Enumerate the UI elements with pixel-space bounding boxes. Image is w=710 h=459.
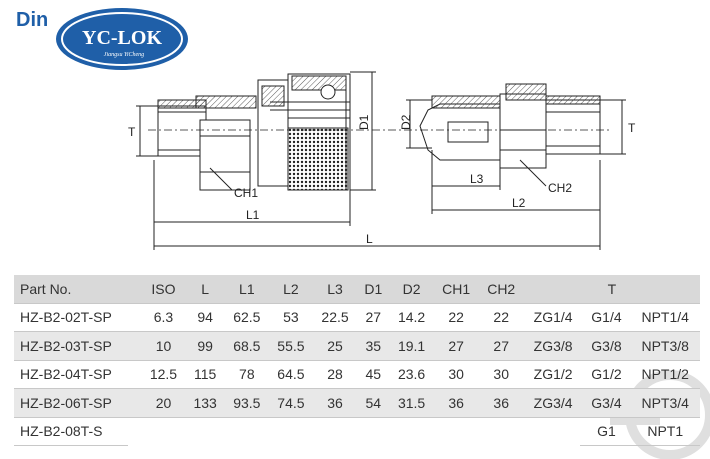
cell-t-g: G3/8 xyxy=(591,337,622,354)
table-row: HZ-B2-03T-SP 10 99 68.5 55.5 25 35 19.1 … xyxy=(14,331,700,360)
cell-l3: 22.5 xyxy=(321,309,349,326)
cell-ch2: 27 xyxy=(493,337,509,354)
cell-ch1: 36 xyxy=(448,394,464,411)
header-ch2: CH2 xyxy=(487,280,516,297)
logo-subtitle: Jiangsu YiCheng xyxy=(104,52,144,58)
cell-d1: 35 xyxy=(365,337,382,354)
cell-l: 99 xyxy=(197,337,213,354)
cell-d1: 45 xyxy=(365,366,382,383)
label-d1: D1 xyxy=(357,114,371,130)
header-l1: L1 xyxy=(239,280,255,297)
cell-l3: 36 xyxy=(327,394,343,411)
cell-t-g: G1/4 xyxy=(591,309,622,326)
cell-l3: 28 xyxy=(327,366,343,383)
cell-t-npt: NPT1 xyxy=(647,423,684,440)
cell-t-zg: ZG3/8 xyxy=(533,337,573,354)
spec-table: Part No. ISO L L1 L2 L3 D1 D2 CH1 CH2 T … xyxy=(14,275,700,446)
label-l2: L2 xyxy=(512,196,526,210)
label-t-right: T xyxy=(628,121,636,135)
label-l: L xyxy=(366,232,373,246)
label-ch1: CH1 xyxy=(234,186,258,200)
cell-t-g: G3/4 xyxy=(591,394,622,411)
header-iso: ISO xyxy=(151,280,176,297)
header-l: L xyxy=(201,280,210,297)
cell-d2: 31.5 xyxy=(397,394,426,411)
label-t-left: T xyxy=(128,125,136,139)
cell-t-zg: ZG1/4 xyxy=(533,309,573,326)
cell-t-zg: ZG3/4 xyxy=(533,394,573,411)
cell-d1: 54 xyxy=(365,394,382,411)
cell-l: 94 xyxy=(197,309,213,326)
cell-d1: 27 xyxy=(365,309,382,326)
cell-iso: 10 xyxy=(155,337,172,354)
cell-l2: 55.5 xyxy=(277,337,305,354)
cell-part: HZ-B2-04T-SP xyxy=(20,366,112,383)
cell-iso: 12.5 xyxy=(149,366,178,383)
yc-lok-logo: YC-LOK Jiangsu YiCheng xyxy=(56,8,188,70)
label-l3: L3 xyxy=(470,172,484,186)
cell-t-npt: NPT3/8 xyxy=(641,337,689,354)
cell-part: HZ-B2-03T-SP xyxy=(20,337,112,354)
cell-t-g: G1/2 xyxy=(591,366,622,383)
header-d1: D1 xyxy=(364,280,383,297)
cell-t-zg: ZG1/2 xyxy=(533,366,573,383)
cell-part: HZ-B2-06T-SP xyxy=(20,394,112,411)
cell-l1: 62.5 xyxy=(233,309,261,326)
cell-l: 133 xyxy=(193,394,217,411)
cell-d2: 14.2 xyxy=(397,309,426,326)
cell-d2: 19.1 xyxy=(397,337,426,354)
cell-l: 115 xyxy=(193,366,217,383)
cell-t-npt: NPT3/4 xyxy=(641,394,689,411)
cell-l1: 68.5 xyxy=(233,337,261,354)
cell-ch1: 22 xyxy=(448,309,464,326)
cell-part: HZ-B2-08T-S xyxy=(20,423,103,440)
watermark-graphic xyxy=(610,370,710,459)
label-ch2: CH2 xyxy=(548,181,572,195)
header-l3: L3 xyxy=(327,280,343,297)
label-l1: L1 xyxy=(246,208,260,222)
cell-l2: 74.5 xyxy=(277,394,305,411)
table-row: HZ-B2-04T-SP 12.5 115 78 64.5 28 45 23.6… xyxy=(14,360,700,389)
cell-ch1: 30 xyxy=(448,366,464,383)
header-t: T xyxy=(607,280,617,297)
cell-iso: 20 xyxy=(155,394,172,411)
cell-ch2: 36 xyxy=(493,394,509,411)
table-row: HZ-B2-02T-SP 6.3 94 62.5 53 22.5 27 14.2… xyxy=(14,303,700,332)
cell-t-npt: NPT1/2 xyxy=(641,366,689,383)
cell-ch2: 30 xyxy=(493,366,509,383)
cell-l1: 78 xyxy=(239,366,255,383)
cell-ch1: 27 xyxy=(448,337,464,354)
cell-l1: 93.5 xyxy=(233,394,261,411)
table-row: HZ-B2-06T-SP 20 133 93.5 74.5 36 54 31.5… xyxy=(14,388,700,417)
cell-part: HZ-B2-02T-SP xyxy=(20,309,112,326)
cell-d2: 23.6 xyxy=(397,366,426,383)
logo-text: YC-LOK xyxy=(82,27,162,49)
cell-l2: 64.5 xyxy=(277,366,305,383)
cell-t-npt: NPT1/4 xyxy=(641,309,689,326)
header-l2: L2 xyxy=(283,280,299,297)
cell-l3: 25 xyxy=(327,337,343,354)
header-part-no: Part No. xyxy=(20,280,72,297)
page-title: Din xyxy=(16,9,49,31)
header-ch1: CH1 xyxy=(442,280,471,297)
coupling-technical-drawing: T D1 CH1 L1 L D2 L3 CH2 L2 T xyxy=(128,71,636,250)
obscuring-overlay xyxy=(128,424,580,459)
header-d2: D2 xyxy=(402,280,421,297)
cell-iso: 6.3 xyxy=(153,309,174,326)
table-header-row: Part No. ISO L L1 L2 L3 D1 D2 CH1 CH2 T xyxy=(14,275,700,303)
cell-l2: 53 xyxy=(283,309,299,326)
label-d2: D2 xyxy=(399,114,413,130)
cell-ch2: 22 xyxy=(493,309,509,326)
cell-t-g: G1 xyxy=(597,423,616,440)
